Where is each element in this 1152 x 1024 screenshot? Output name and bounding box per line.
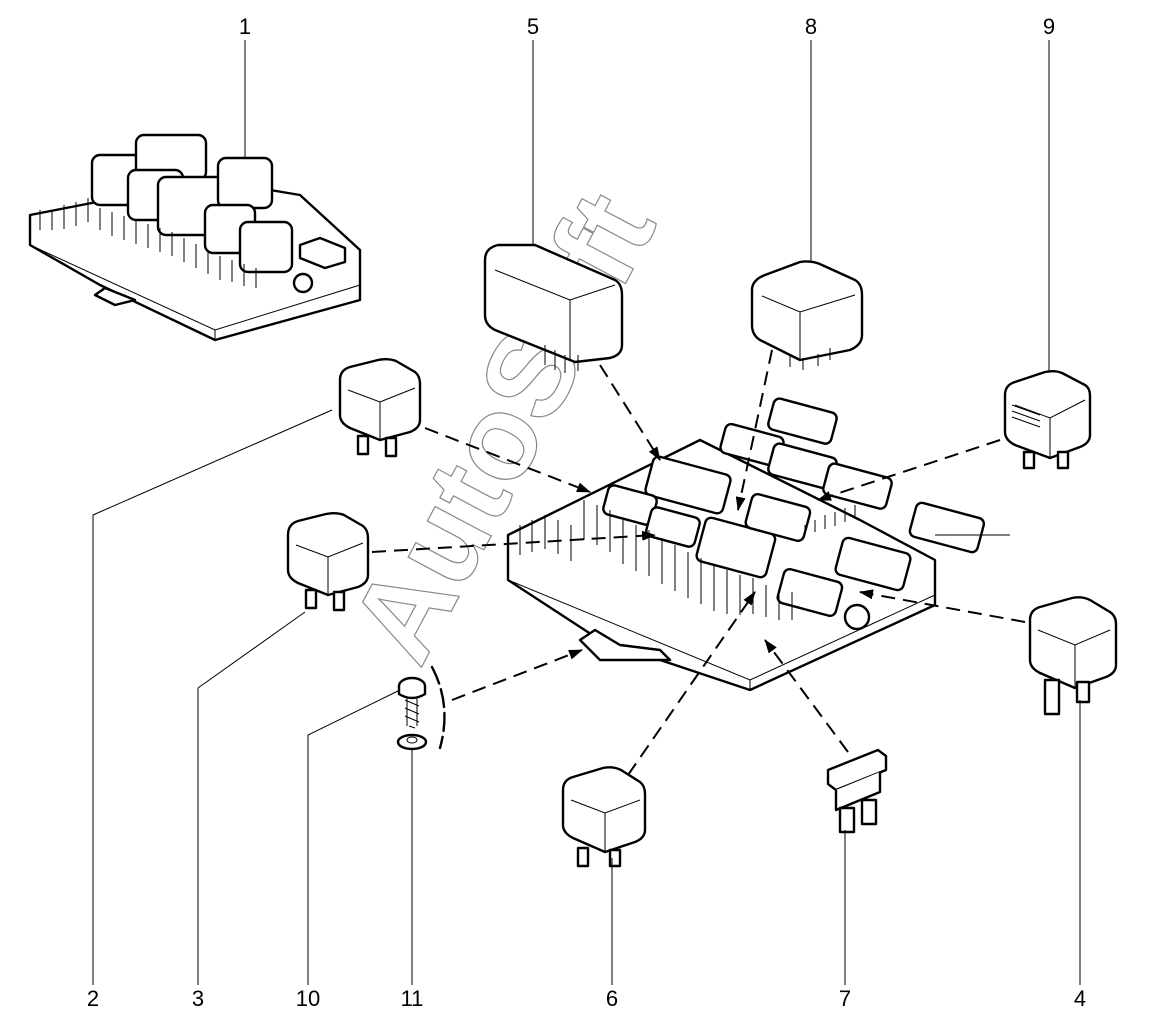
assembled-fuse-box	[28, 133, 362, 342]
callout-10: 10	[296, 986, 320, 1011]
callout-5: 5	[527, 14, 539, 39]
callout-11: 11	[401, 986, 424, 1011]
blade-fuse-7[interactable]	[826, 748, 888, 834]
leader-lines	[92, 40, 1081, 985]
relay-large-5[interactable]	[483, 243, 624, 373]
callout-8: 8	[805, 14, 817, 39]
relay-mini-9[interactable]	[1003, 370, 1092, 470]
callout-4: 4	[1074, 986, 1086, 1011]
relay-mini-2[interactable]	[338, 358, 422, 458]
callout-3: 3	[192, 986, 204, 1011]
installation-arrows	[371, 349, 1026, 776]
callout-1: 1	[239, 14, 251, 39]
relay-mini-3[interactable]	[286, 512, 370, 612]
callout-9: 9	[1043, 14, 1055, 39]
fastener-group-bracket	[430, 665, 446, 750]
washer-11[interactable]	[396, 733, 428, 751]
relay-mini-6[interactable]	[561, 766, 647, 868]
screw-10[interactable]	[397, 676, 427, 729]
callout-7: 7	[839, 986, 851, 1011]
main-fuse-box	[506, 397, 986, 692]
relay-mini-4[interactable]	[1028, 596, 1118, 716]
relay-medium-8[interactable]	[750, 260, 864, 370]
callout-labels: 1 2 3 4 5 6 7 8 9 10 11	[87, 14, 1086, 1011]
callout-6: 6	[606, 986, 618, 1011]
callout-2: 2	[87, 986, 99, 1011]
